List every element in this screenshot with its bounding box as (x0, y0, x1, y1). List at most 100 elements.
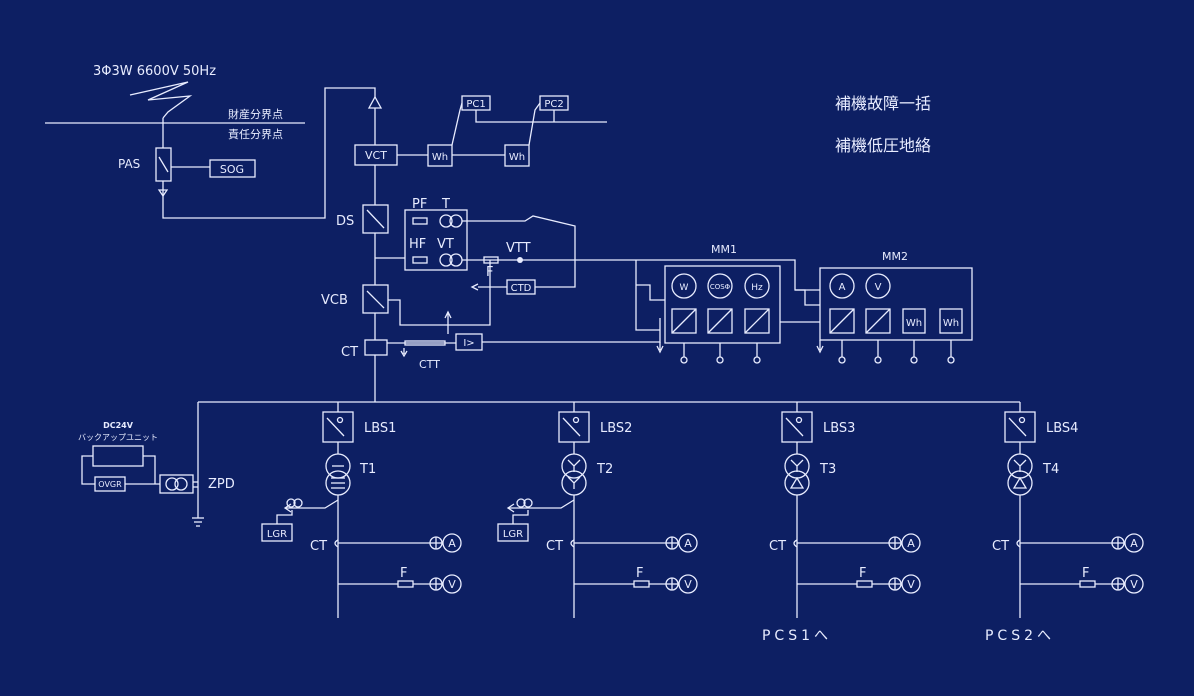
pf-fuse (412, 217, 428, 225)
ctd-arrow (470, 283, 479, 291)
ovgr-label: OVGR (98, 480, 122, 489)
ammeter-2-label: A (684, 537, 692, 550)
mm2-transducers (829, 308, 955, 364)
mm1-input (636, 284, 665, 301)
vcb-label: VCB (321, 293, 348, 308)
ct-2-label: CT (546, 539, 563, 554)
ctt-arrow (400, 348, 408, 358)
vtt-fuse (483, 256, 499, 264)
ct-label: CT (341, 345, 358, 360)
mm1-panel (664, 265, 781, 344)
wh2-to-pc2 (528, 102, 541, 146)
mm2-input (795, 289, 820, 306)
mm2-wh-2 (939, 308, 963, 334)
dc24v-label: DC24V (103, 421, 134, 430)
mm1-gauge-cos-label: COSΦ (710, 283, 731, 291)
ocr-to-mm1 (482, 318, 661, 343)
vtt-node (517, 257, 523, 263)
mm2-gauge-v (865, 273, 891, 299)
mm1-arrow (656, 342, 664, 354)
mm1-gauge-hz-label: Hz (751, 283, 763, 293)
vtt-to-mm1 (635, 260, 660, 331)
pas-to-vct-cable (162, 87, 376, 219)
incoming-line-zigzag (129, 81, 193, 119)
wh-meter-1-label: Wh (432, 152, 448, 163)
pas-label: PAS (118, 157, 140, 171)
feeder-3: LBS3 T3 CT A F V PCS1へ (762, 402, 921, 644)
t2-label: T2 (596, 462, 613, 477)
ctd-label: CTD (511, 283, 532, 294)
vtt-label: VTT (506, 241, 531, 256)
voltmeter-3-label: V (907, 578, 915, 591)
lbs-3-switch (781, 411, 813, 443)
vcb-control-line (388, 260, 491, 326)
feeder-2: LBS2 T2 LGR CT A F V (497, 402, 698, 618)
hf-label: HF (409, 237, 426, 252)
voltmeter-2-label: V (684, 578, 692, 591)
t1-label: T1 (359, 462, 376, 477)
cable-head-symbol (367, 95, 383, 109)
wh1-to-pc1 (451, 102, 463, 146)
pc1-label: PC1 (466, 99, 485, 110)
lbs-1-label: LBS1 (364, 421, 396, 436)
mm1-gauge-hz (744, 273, 770, 299)
vt-label: VT (437, 237, 454, 252)
vt-coil-1 (439, 253, 453, 267)
ctt-label: CTT (419, 358, 440, 371)
boundary-label-1: 財産分界点 (228, 107, 283, 121)
mm2-title: MM2 (882, 250, 908, 263)
pcs1-destination: PCS1へ (762, 628, 832, 644)
t4-label: T4 (1042, 462, 1059, 477)
sog-label: SOG (220, 163, 244, 176)
ct-1-label: CT (310, 539, 327, 554)
lbs-1-switch (322, 411, 354, 443)
zpd-box (159, 474, 194, 494)
pf-label: PF (412, 197, 427, 212)
lbs-3-label: LBS3 (823, 421, 855, 436)
lbs-4-switch (1004, 411, 1036, 443)
mm2-panel (819, 267, 973, 341)
feeder-4: LBS4 T4 CT A F V PCS2へ (985, 402, 1144, 644)
mm1-gauge-cos (707, 273, 733, 299)
mm2-wh-1 (902, 308, 926, 334)
ct-4-label: CT (992, 539, 1009, 554)
mm2-gauge-a-label: A (839, 282, 846, 293)
voltmeter-1-label: V (448, 578, 456, 591)
sog-box (209, 159, 256, 178)
mm2-gauge-v-label: V (875, 282, 882, 293)
ammeter-1-label: A (448, 537, 456, 550)
zpd-coil-2 (174, 477, 188, 491)
pas-arrow (157, 189, 169, 198)
ocr-trip-arrow (444, 310, 452, 319)
pcs2-destination: PCS2へ (985, 628, 1055, 644)
pc2-label: PC2 (544, 99, 563, 110)
lgr-2-label: LGR (503, 529, 523, 540)
lbs-2-label: LBS2 (600, 421, 632, 436)
lgr-1-label: LGR (267, 529, 287, 540)
backup-to-zpd (143, 455, 156, 484)
fuse-4-label: F (1082, 566, 1089, 581)
backup-unit-label: バックアップユニット (78, 433, 158, 442)
t3-label: T3 (819, 462, 836, 477)
fuse-2-label: F (636, 566, 643, 581)
zpd-coil-1 (165, 477, 179, 491)
hf-fuse (412, 256, 428, 264)
lbs-4-label: LBS4 (1046, 421, 1078, 436)
mm2-wh-2-label: Wh (943, 318, 959, 329)
backup-to-ovgr (81, 455, 95, 485)
wh-meter-2 (504, 144, 530, 167)
fuse-1-label: F (400, 566, 407, 581)
t-label: T (441, 197, 450, 212)
mm2-wh-1-label: Wh (906, 318, 922, 329)
alarm-line-2: 補機低圧地絡 (835, 136, 931, 155)
supply-label: 3Φ3W 6600V 50Hz (93, 64, 216, 79)
lbs-2-switch (558, 411, 590, 443)
ocr-label: I> (463, 338, 474, 349)
signal-line (475, 110, 607, 123)
ctt-terminal (404, 340, 446, 346)
alarm-line-1: 補機故障一括 (835, 94, 931, 113)
pf-vt-enclosure (404, 209, 468, 271)
pas-blade (158, 156, 169, 173)
ammeter-4-label: A (1130, 537, 1138, 550)
